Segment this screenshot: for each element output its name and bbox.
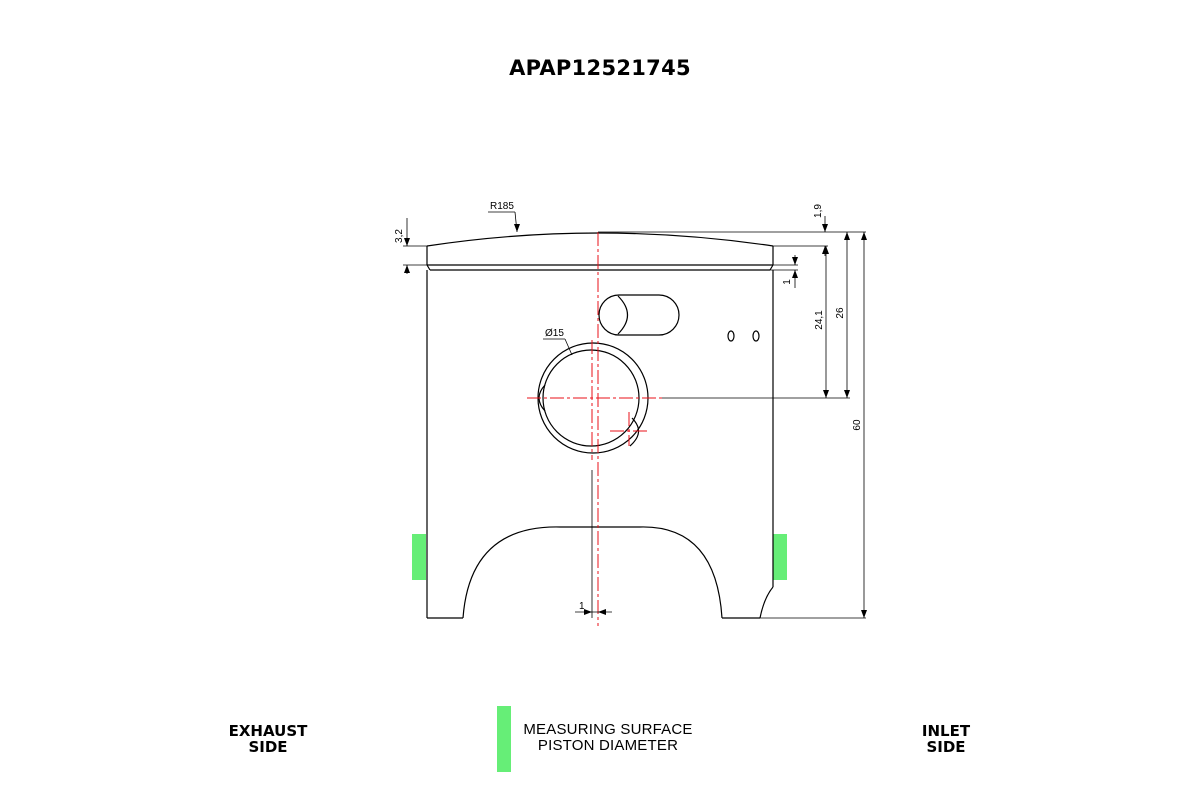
measuring-surface-right bbox=[773, 534, 787, 580]
exhaust-side-label: EXHAUST SIDE bbox=[218, 723, 318, 755]
legend-line1: MEASURING SURFACE bbox=[523, 721, 693, 738]
dim-pin-offset: 1 bbox=[579, 601, 585, 612]
measuring-surface-left bbox=[412, 534, 426, 580]
dim-ring-groove: 1 bbox=[782, 279, 793, 285]
dim-pin-bore: Ø15 bbox=[545, 328, 564, 339]
dim-ring-land: 3,2 bbox=[394, 229, 405, 243]
legend-line2: PISTON DIAMETER bbox=[537, 737, 679, 754]
dimension-lines bbox=[403, 211, 866, 619]
exhaust-label-line2: SIDE bbox=[248, 738, 288, 756]
dim-total-height: 60 bbox=[852, 419, 863, 431]
centerlines bbox=[527, 232, 662, 626]
legend-text: MEASURING SURFACE PISTON DIAMETER bbox=[520, 722, 696, 754]
dimension-arrows bbox=[404, 224, 867, 618]
inlet-label-line2: SIDE bbox=[926, 738, 966, 756]
inlet-side-label: INLET SIDE bbox=[896, 723, 996, 755]
drawing-title: APAP12521745 bbox=[509, 56, 691, 80]
legend-swatch bbox=[497, 706, 511, 772]
dim-pin-height-a: 24,1 bbox=[814, 310, 825, 330]
piston-outline bbox=[426, 232, 774, 619]
inlet-label-line1: INLET bbox=[921, 722, 971, 740]
dim-crown-radius: R185 bbox=[490, 201, 514, 212]
exhaust-label-line1: EXHAUST bbox=[228, 722, 308, 740]
dim-crown-offset: 1,9 bbox=[813, 204, 824, 218]
dim-pin-height-b: 26 bbox=[835, 307, 846, 319]
